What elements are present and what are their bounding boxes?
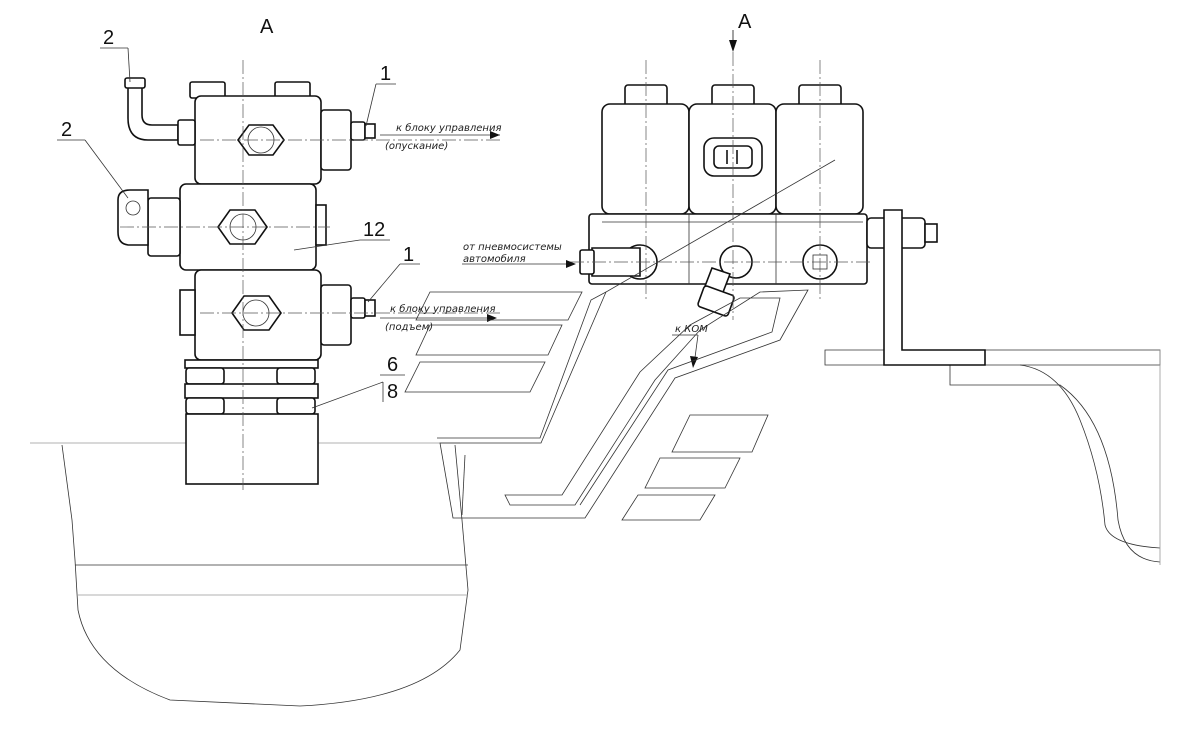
view-label-left: A — [260, 16, 274, 38]
callout-6: 6 — [387, 354, 398, 376]
callout-8: 8 — [387, 381, 398, 403]
note-to-control-block-lifting: к блоку управления — [390, 303, 495, 315]
view-label-right: A — [738, 11, 752, 33]
vehicle-body-outline — [30, 349, 1161, 707]
note-from-pneumatic-system: от пневмосистемы — [463, 242, 562, 253]
callout-2-top: 2 — [103, 27, 114, 49]
flow-arrows-left — [380, 131, 500, 322]
callout-2-mid: 2 — [61, 119, 72, 141]
callout-1-top: 1 — [380, 63, 391, 85]
decorative-chevron-shapes — [404, 159, 836, 521]
leader-lines — [57, 47, 420, 409]
callout-12: 12 — [363, 219, 385, 241]
note-lowering: (опускание) — [385, 141, 448, 152]
note-to-control-block-lowering: к блоку управления — [396, 122, 501, 134]
callout-1-bottom: 1 — [403, 244, 414, 266]
note-vehicle: автомобиля — [463, 253, 526, 265]
left-valve-stack — [117, 60, 500, 490]
right-valve-manifold — [570, 30, 986, 366]
note-to-pto: к КОМ — [675, 324, 708, 335]
note-lifting: (подъем) — [385, 322, 433, 333]
